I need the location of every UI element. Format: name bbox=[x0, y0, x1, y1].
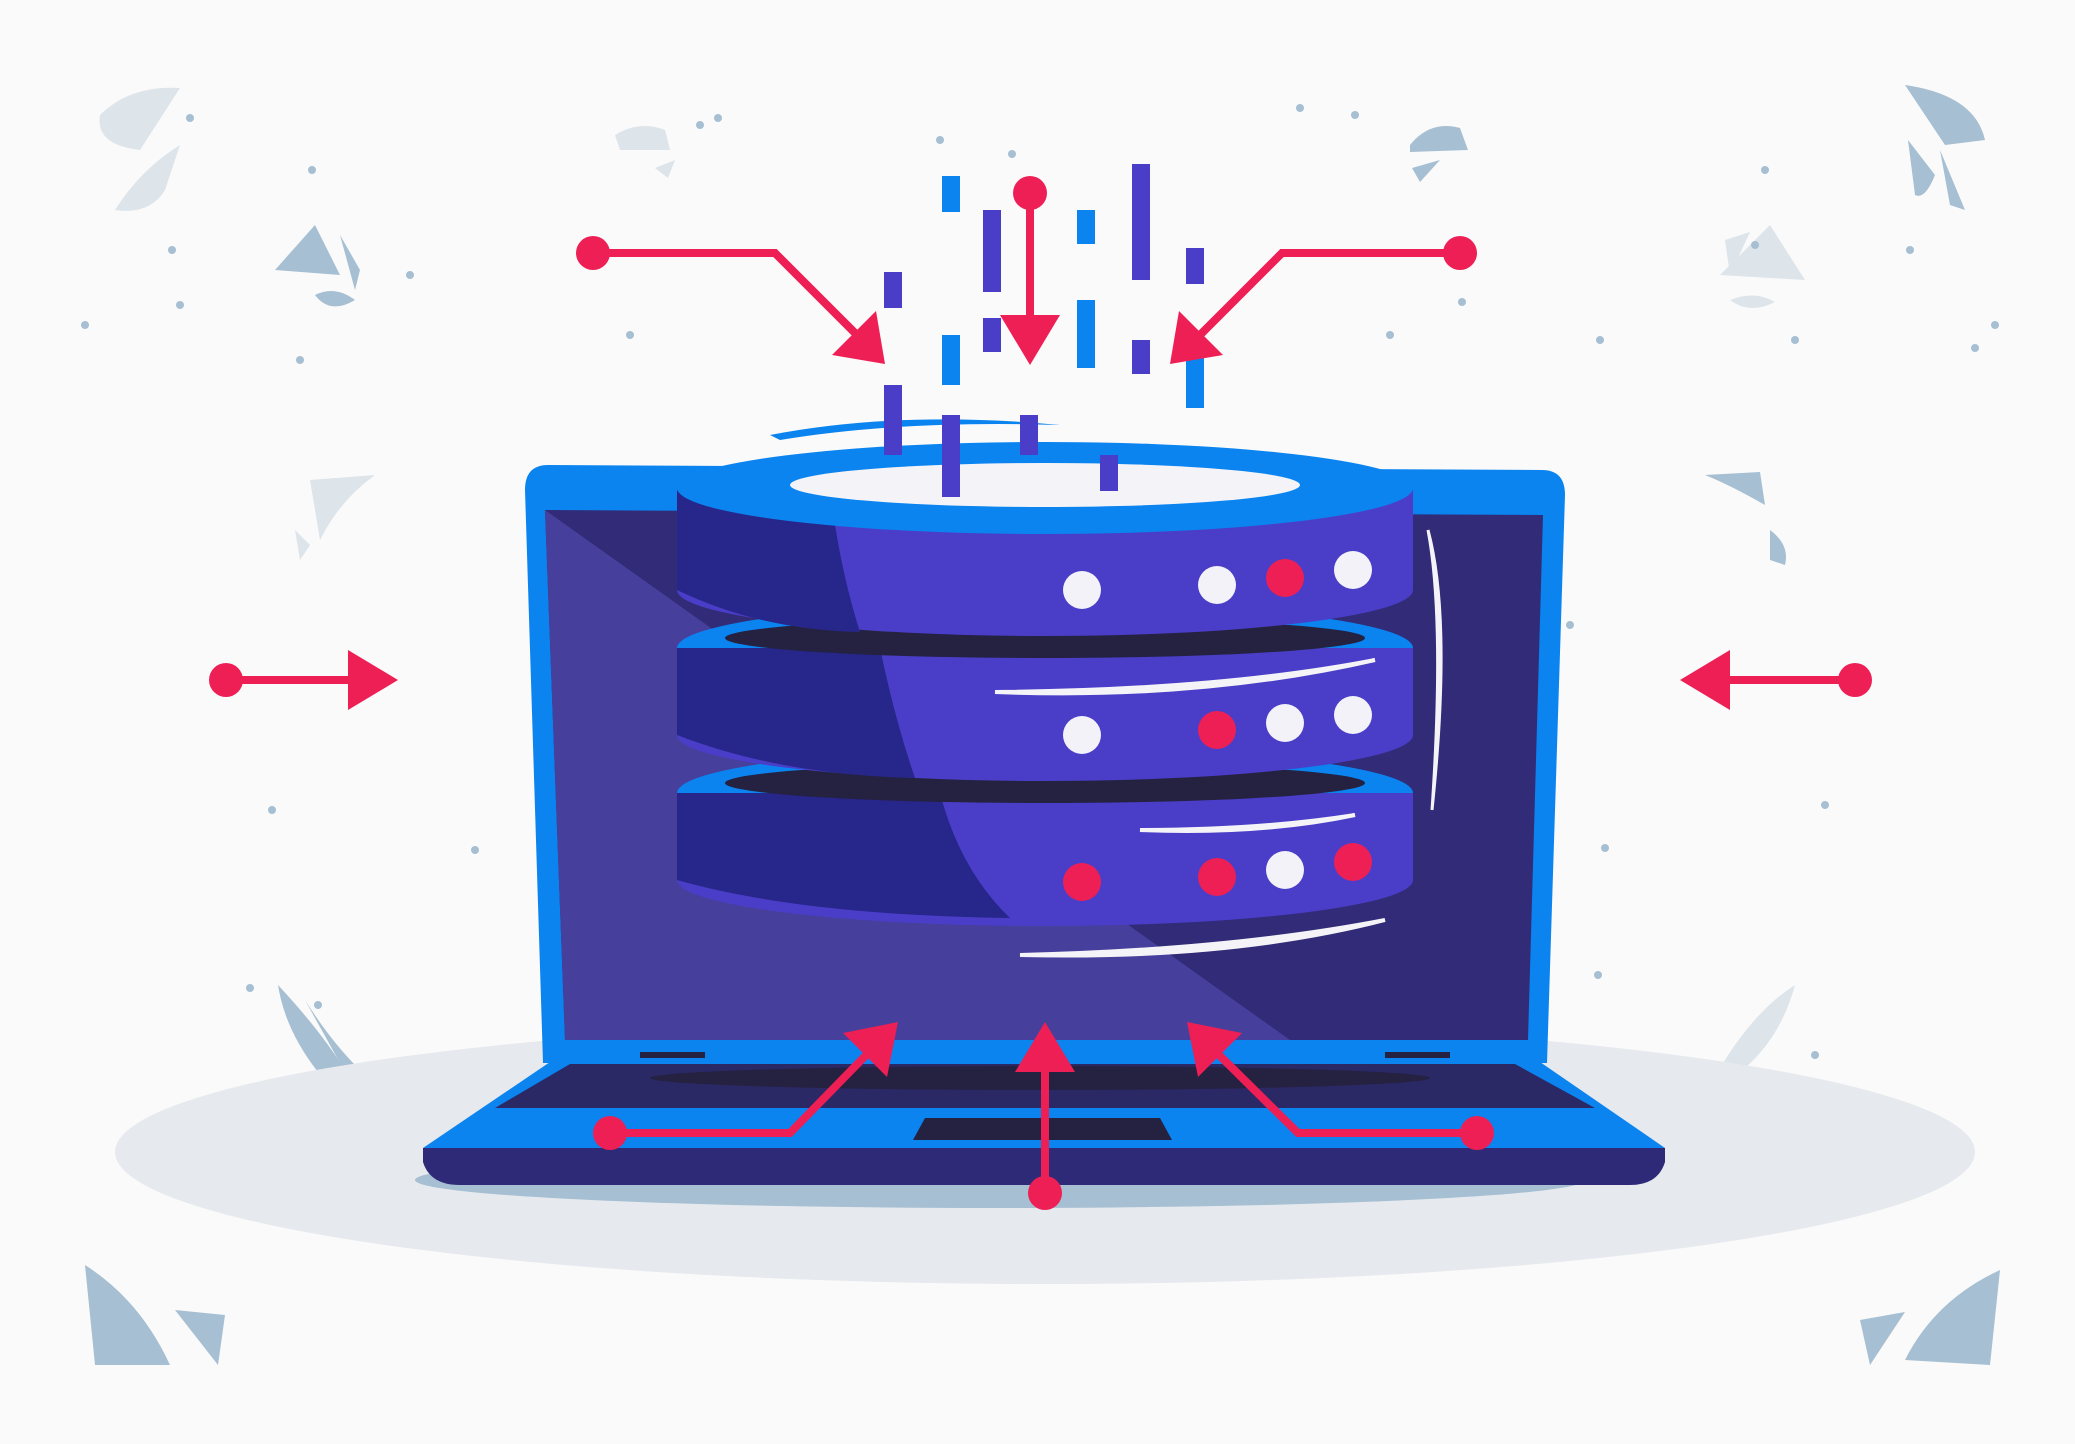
hinge-left bbox=[640, 1052, 705, 1058]
data-bit bbox=[983, 318, 1001, 352]
decorative-dot bbox=[626, 331, 634, 339]
decorative-dots bbox=[81, 104, 1999, 1059]
decorative-dot bbox=[1821, 801, 1829, 809]
tier-highlight bbox=[994, 658, 1376, 696]
data-bit bbox=[1132, 340, 1150, 374]
decorative-dot bbox=[1811, 1051, 1819, 1059]
status-led-on bbox=[1334, 696, 1372, 734]
decorative-dot bbox=[1761, 166, 1769, 174]
leaf-icon bbox=[275, 225, 360, 307]
leaf-icon bbox=[1720, 985, 1795, 1072]
decorative-dot bbox=[1596, 336, 1604, 344]
tier-shade bbox=[677, 648, 915, 778]
data-bit bbox=[1132, 164, 1150, 280]
tier-highlight bbox=[1019, 918, 1386, 958]
data-bit bbox=[1186, 248, 1204, 284]
server-status-leds bbox=[1063, 551, 1372, 901]
decorative-dot bbox=[186, 114, 194, 122]
status-led-alert bbox=[1266, 559, 1304, 597]
leaf-icon bbox=[1905, 85, 1985, 210]
arrow-icon bbox=[1170, 236, 1477, 364]
decorative-leaves bbox=[85, 85, 2000, 1365]
status-led-on bbox=[1198, 566, 1236, 604]
decorative-dot bbox=[246, 984, 254, 992]
tier-shade bbox=[677, 793, 1010, 918]
leaf-icon bbox=[1705, 472, 1786, 565]
data-bit bbox=[1100, 455, 1118, 491]
leaf-icon bbox=[1860, 1270, 2000, 1365]
decorative-dot bbox=[696, 121, 704, 129]
database-server-icon bbox=[677, 419, 1443, 958]
data-bit bbox=[884, 385, 902, 455]
side-reflection bbox=[1426, 529, 1443, 811]
decorative-dot bbox=[1906, 246, 1914, 254]
decorative-dot bbox=[296, 356, 304, 364]
decorative-dot bbox=[1008, 150, 1016, 158]
decorative-dot bbox=[1458, 298, 1466, 306]
hinge-right bbox=[1385, 1052, 1450, 1058]
leaf-icon bbox=[85, 1265, 225, 1365]
data-bit bbox=[1186, 350, 1204, 408]
decorative-dot bbox=[936, 136, 944, 144]
data-bit bbox=[1077, 210, 1095, 244]
decorative-dot bbox=[1991, 321, 1999, 329]
decorative-dot bbox=[1386, 331, 1394, 339]
status-led-on bbox=[1334, 551, 1372, 589]
arrow-icon bbox=[1680, 650, 1872, 710]
data-bit bbox=[983, 210, 1001, 292]
data-bit bbox=[942, 335, 960, 385]
tier-highlight bbox=[1139, 813, 1356, 833]
status-led-on bbox=[1063, 716, 1101, 754]
data-bit bbox=[942, 415, 960, 497]
decorative-dot bbox=[1751, 241, 1759, 249]
decorative-dot bbox=[406, 271, 414, 279]
decorative-dot bbox=[168, 246, 176, 254]
decorative-dot bbox=[1296, 104, 1304, 112]
arrow-icon bbox=[593, 1022, 898, 1150]
leaf-icon bbox=[615, 126, 675, 178]
status-led-alert bbox=[1334, 843, 1372, 881]
status-led-on bbox=[1266, 851, 1304, 889]
decorative-dot bbox=[1791, 336, 1799, 344]
decorative-dot bbox=[1566, 621, 1574, 629]
data-bit bbox=[884, 272, 902, 308]
arrow-icon bbox=[209, 650, 398, 710]
arrows bbox=[209, 176, 1872, 1210]
decorative-dot bbox=[308, 166, 316, 174]
leaf-icon bbox=[1410, 126, 1468, 182]
leaf-icon bbox=[1720, 225, 1805, 309]
data-bit bbox=[942, 176, 960, 212]
decorative-dot bbox=[1594, 971, 1602, 979]
top-surface bbox=[790, 463, 1300, 507]
leaf-icon bbox=[99, 87, 180, 211]
decorative-dot bbox=[471, 846, 479, 854]
status-led-alert bbox=[1198, 858, 1236, 896]
status-led-alert bbox=[1198, 711, 1236, 749]
status-led-on bbox=[1266, 704, 1304, 742]
decorative-dot bbox=[1601, 844, 1609, 852]
leaf-icon bbox=[295, 475, 375, 560]
data-bit bbox=[1077, 300, 1095, 368]
tier-shade bbox=[677, 490, 860, 632]
decorative-dot bbox=[176, 301, 184, 309]
top-ring-back bbox=[770, 419, 1060, 440]
arrow-icon bbox=[576, 236, 885, 364]
arrow-icon bbox=[1187, 1022, 1494, 1150]
decorative-dot bbox=[714, 114, 722, 122]
status-led-alert bbox=[1063, 863, 1101, 901]
arrow-icon bbox=[1000, 176, 1060, 365]
decorative-dot bbox=[1971, 344, 1979, 352]
status-led-on bbox=[1063, 571, 1101, 609]
decorative-dot bbox=[314, 1001, 322, 1009]
decorative-dot bbox=[1351, 111, 1359, 119]
arrow-icon bbox=[1015, 1022, 1075, 1210]
data-bit bbox=[1020, 415, 1038, 455]
data-stream-icon bbox=[884, 164, 1204, 497]
decorative-dot bbox=[268, 806, 276, 814]
leaf-icon bbox=[278, 985, 358, 1072]
decorative-dot bbox=[81, 321, 89, 329]
